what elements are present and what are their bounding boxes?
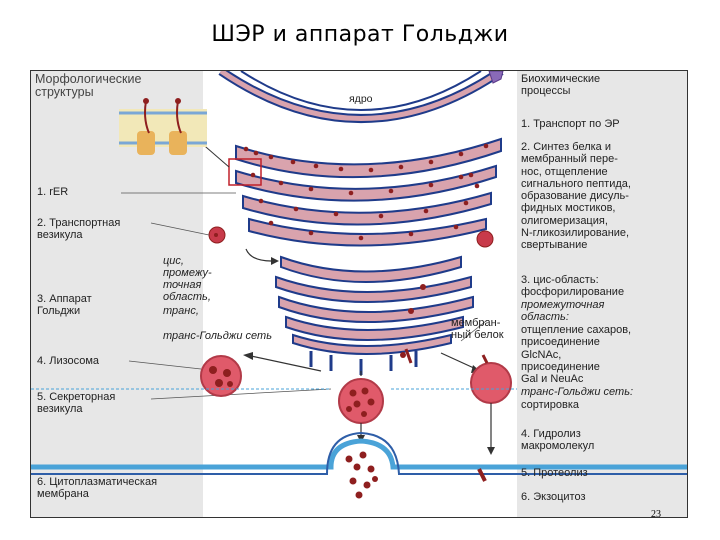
page-number: 23: [651, 509, 661, 520]
label-nucleus: ядро: [349, 93, 373, 105]
label-golgi: 3. Аппарат Гольджи: [37, 293, 92, 317]
leader-vesicle: [150, 222, 210, 236]
process-3-medial: промежуточная область:: [521, 299, 605, 324]
label-cis: цис,: [163, 255, 184, 267]
arrow-to-lysosome: [250, 355, 322, 372]
process-5: 5. Протеолиз: [521, 467, 588, 479]
nucleus: [240, 71, 482, 111]
rough-er: [235, 137, 502, 247]
membrane-protein-vesicle: [470, 354, 512, 404]
zoom-box: [228, 158, 262, 186]
lysosome: [200, 355, 242, 397]
arrow-er-to-golgi: [245, 248, 272, 262]
cytoplasmic-membrane: [31, 438, 687, 470]
ribosomes: [243, 143, 489, 241]
leader-lysosome: [128, 360, 202, 370]
label-medial: промежу- точная область,: [163, 267, 212, 303]
right-panel-header: Биохимические процессы: [521, 73, 601, 98]
process-3-medial-text: отщепление сахаров, присоединение GlcNAc…: [521, 324, 632, 386]
label-lysosome: 4. Лизосома: [37, 355, 100, 367]
nuclear-pore-icon: [488, 71, 504, 84]
label-transport-vesicle: 2. Транспортная везикула: [37, 217, 121, 241]
label-trans: транс,: [163, 305, 199, 317]
slide-title: ШЭР и аппарат Гольджи: [211, 22, 509, 47]
leader-secretory: [150, 388, 332, 400]
label-trans-golgi: транс-Гольджи сеть: [163, 330, 272, 342]
right-panel: [517, 71, 687, 517]
membrane-inset: [119, 98, 207, 155]
label-membrane-protein: мембран- ный белок: [451, 317, 504, 341]
label-secretory-vesicle: 5. Секреторная везикула: [37, 391, 116, 415]
process-1: 1. Транспорт по ЭР: [521, 118, 620, 130]
exocytosis-granules: [345, 451, 378, 499]
process-3-trans: транс-Гольджи сеть:: [521, 386, 634, 398]
process-2: 2. Синтез белка и мембранный пере- нос, …: [521, 141, 631, 252]
label-rer: 1. rER: [37, 186, 69, 198]
secretory-vesicle: [338, 378, 384, 424]
process-3-trans-text: сортировка: [521, 399, 580, 411]
cell-diagram: [31, 71, 687, 499]
golgi-apparatus: [275, 255, 474, 375]
arrow-to-membrane-vesicle: [440, 352, 477, 370]
diagram-frame: Морфологические структуры 1. rER 2. Тран…: [30, 70, 688, 518]
left-panel-header: Морфологические структуры: [35, 72, 142, 99]
process-6: 6. Экзоцитоз: [521, 491, 586, 503]
process-4: 4. Гидролиз макромолекул: [521, 428, 595, 453]
process-3-cis: 3. цис-область: фосфорилирование: [521, 274, 625, 299]
label-cytoplasmic-membrane: 6. Цитоплазматическая мембрана: [37, 476, 158, 500]
